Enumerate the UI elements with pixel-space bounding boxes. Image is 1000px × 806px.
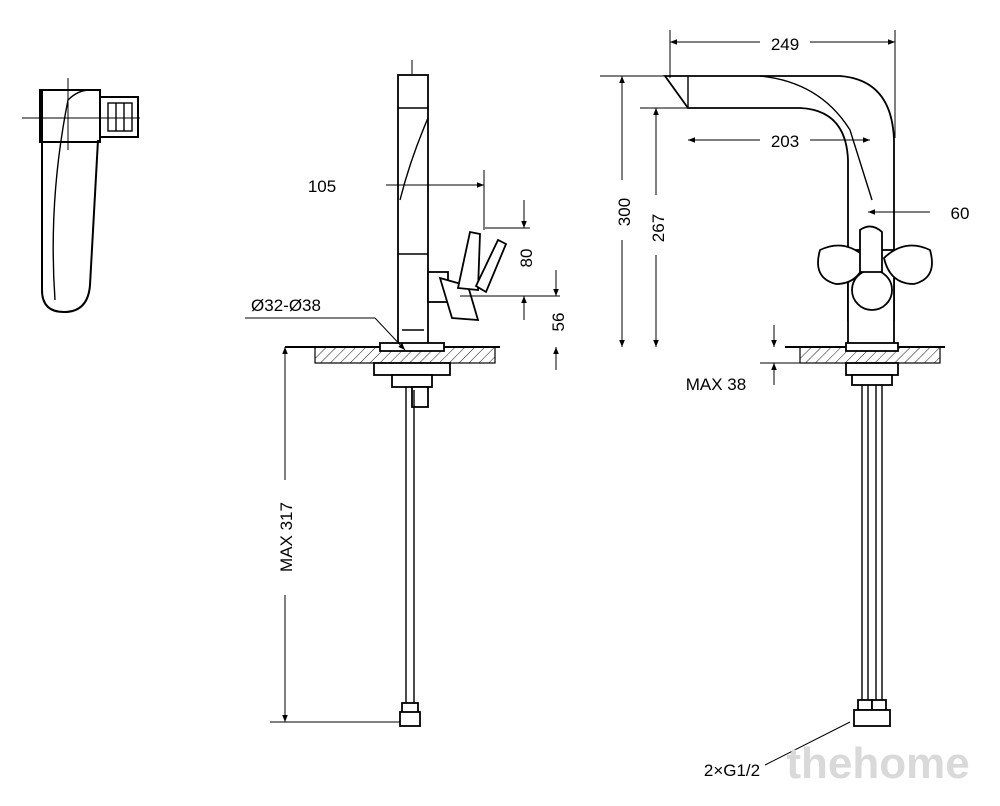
dim-105-label: 105 [308, 177, 336, 196]
dim-60-label: 60 [951, 204, 970, 223]
side-view [285, 60, 508, 727]
dim-300-label: 300 [615, 198, 634, 226]
watermark: thehome [786, 739, 969, 788]
max-317-label: MAX 317 [277, 502, 296, 572]
top-view [22, 78, 140, 314]
max-38-label: MAX 38 [686, 375, 746, 394]
dim-203-label: 203 [771, 132, 799, 151]
dim-267-label: 267 [649, 214, 668, 242]
thread-spec-label: 2×G1/2 [704, 761, 760, 780]
front-view [663, 75, 945, 727]
dimension-lines [245, 30, 930, 766]
dim-80-label: 80 [517, 249, 536, 268]
dim-56-label: 56 [549, 313, 568, 332]
dim-249-label: 249 [771, 35, 799, 54]
hole-diameter-label: Ø32-Ø38 [251, 296, 321, 315]
